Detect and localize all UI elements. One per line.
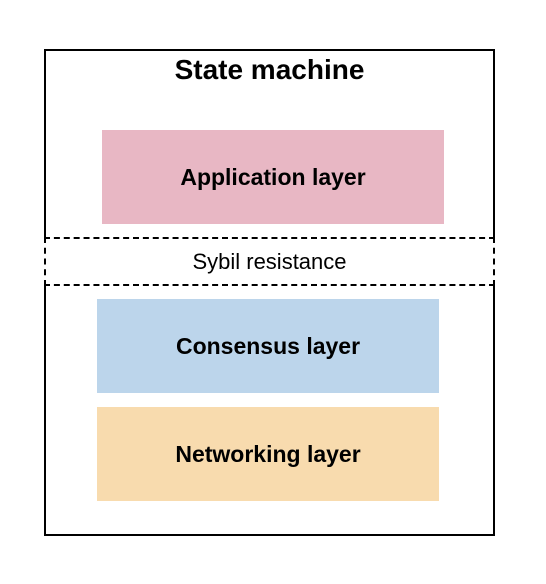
sybil-resistance-band: Sybil resistance (44, 237, 495, 286)
consensus-layer-box: Consensus layer (97, 299, 439, 393)
state-machine-frame (44, 49, 495, 536)
networking-layer-label: Networking layer (175, 440, 361, 467)
application-layer-label: Application layer (180, 163, 366, 190)
sybil-resistance-label: Sybil resistance (192, 248, 347, 274)
state-machine-title: State machine (174, 54, 365, 85)
application-layer-box: Application layer (102, 130, 444, 224)
networking-layer-box: Networking layer (97, 407, 439, 501)
consensus-layer-label: Consensus layer (175, 332, 361, 359)
